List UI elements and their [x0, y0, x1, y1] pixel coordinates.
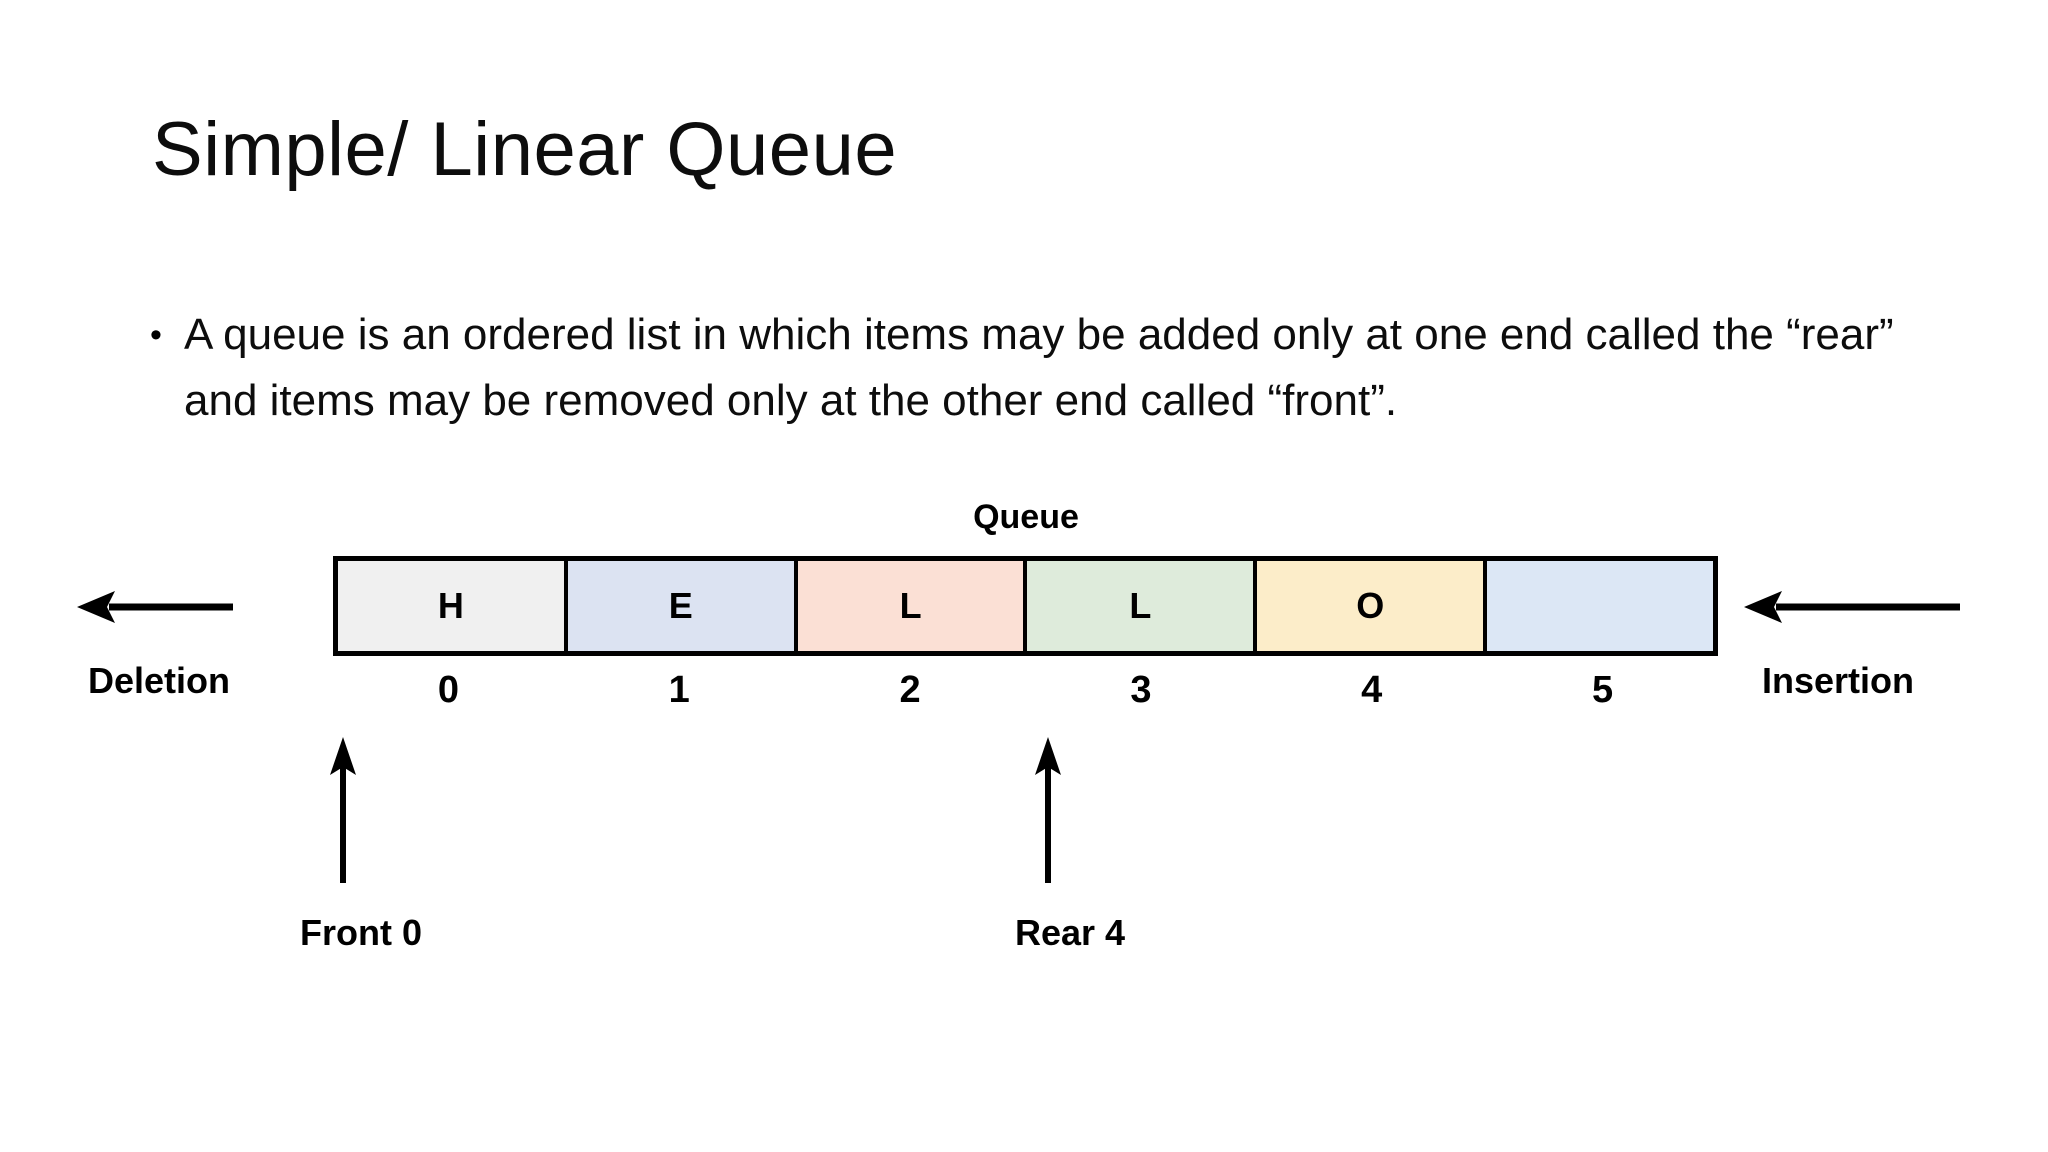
- arrow-left-icon-deletion: [77, 591, 233, 623]
- queue-cell-value: O: [1356, 585, 1385, 626]
- queue-strip: H E L L O: [333, 556, 1718, 656]
- queue-cell-value: H: [437, 585, 464, 626]
- queue-index-row: 0 1 2 3 4 5: [333, 662, 1718, 718]
- list-item: • A queue is an ordered list in which it…: [150, 302, 1940, 434]
- queue-index-5: 5: [1591, 669, 1614, 711]
- rear-pointer-label: Rear 4: [1014, 912, 1126, 953]
- queue-cell-2[interactable]: L: [797, 561, 1028, 651]
- queue-index-1: 1: [668, 669, 690, 711]
- page-title: Simple/ Linear Queue: [152, 107, 898, 192]
- insertion-label: Insertion: [1762, 660, 1915, 701]
- arrow-up-icon-front: [330, 737, 356, 883]
- queue-cell-1[interactable]: E: [567, 561, 798, 651]
- arrow-left-icon-insertion: [1744, 591, 1960, 623]
- queue-cell-value: L: [1129, 585, 1152, 626]
- queue-index-2: 2: [899, 669, 921, 711]
- queue-cell-0[interactable]: H: [338, 561, 568, 651]
- bullet-text: A queue is an ordered list in which item…: [184, 310, 1894, 425]
- queue-caption: Queue: [973, 498, 1079, 536]
- queue-index-0: 0: [437, 669, 459, 711]
- deletion-label: Deletion: [88, 660, 231, 701]
- queue-cell-value: E: [668, 585, 693, 626]
- queue-index-4: 4: [1361, 669, 1383, 711]
- bullet-dot-icon: •: [150, 316, 162, 354]
- bullet-list: • A queue is an ordered list in which it…: [150, 302, 1940, 434]
- queue-cell-3[interactable]: L: [1027, 561, 1258, 651]
- queue-cell-4[interactable]: O: [1257, 561, 1488, 651]
- queue-cell-value: L: [899, 585, 922, 626]
- queue-cell-5[interactable]: [1487, 561, 1713, 651]
- arrow-up-icon-rear: [1035, 737, 1061, 883]
- front-pointer-label: Front 0: [300, 912, 422, 953]
- queue-index-3: 3: [1130, 669, 1152, 711]
